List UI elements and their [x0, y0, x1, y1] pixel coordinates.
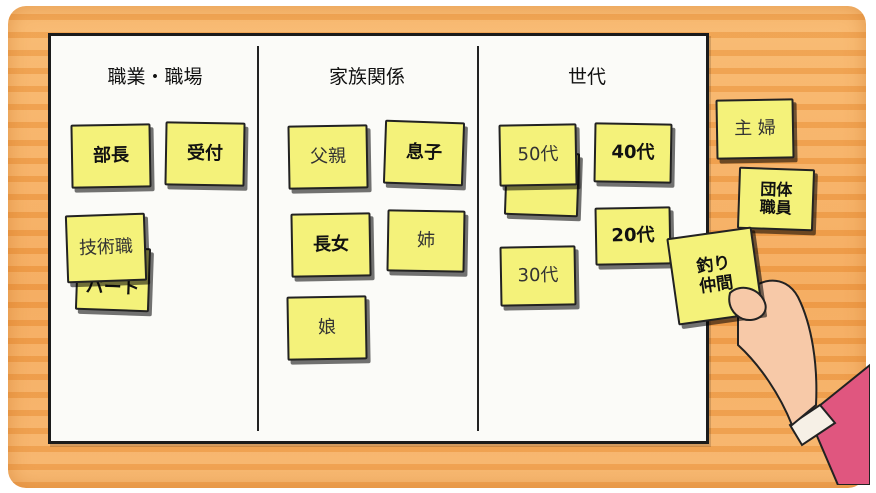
sticky-note-uketsuke[interactable]: 受付: [164, 121, 246, 187]
thumb-shape: [728, 286, 767, 321]
sticky-note-chichioya[interactable]: 父親: [287, 124, 369, 190]
thumb-illustration: [728, 286, 767, 321]
sleeve-shape: [806, 363, 870, 485]
column-header-family: 家族関係: [328, 66, 405, 88]
sticky-note-gijutsushoku[interactable]: 技術職: [64, 212, 148, 284]
column-divider: [477, 46, 479, 431]
sticky-note-yonjudai[interactable]: 40代: [593, 122, 673, 184]
sticky-note-ane[interactable]: 姉: [386, 209, 466, 273]
column-divider: [257, 46, 259, 431]
sticky-note-gojudai[interactable]: 50代: [498, 123, 578, 187]
sticky-note-musuko[interactable]: 息子: [382, 119, 466, 187]
sticky-note-musume[interactable]: 娘: [286, 295, 368, 361]
column-header-generation: 世代: [567, 66, 606, 88]
sticky-note-dantai-shokuin[interactable]: 団体 職員: [736, 166, 816, 232]
sticky-note-nijudai[interactable]: 20代: [594, 206, 672, 266]
cuff-shape: [788, 403, 837, 447]
sticky-note-chojo[interactable]: 長女: [290, 212, 372, 278]
sticky-note-bucho[interactable]: 部長: [70, 123, 152, 189]
sticky-note-sanjudai[interactable]: 30代: [499, 245, 577, 307]
sticky-note-shufu[interactable]: 主 婦: [715, 98, 795, 160]
column-header-occupation: 職業・職場: [107, 66, 203, 88]
